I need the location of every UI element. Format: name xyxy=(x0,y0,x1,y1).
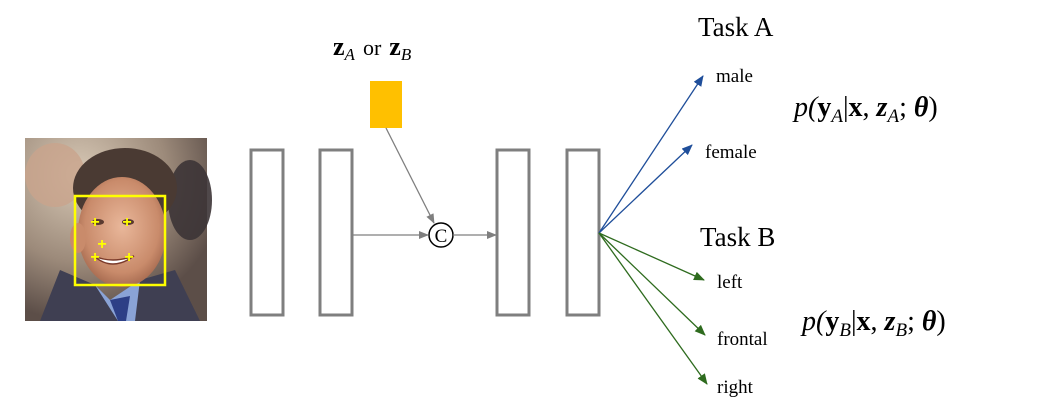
task-a-formula-y-sub: A xyxy=(829,106,843,127)
task-a-formula-comma: , xyxy=(863,92,877,123)
input-face-image: + + + + + xyxy=(25,138,212,321)
task-b-output-left: left xyxy=(717,272,743,293)
task-b-formula-p: p( xyxy=(800,306,827,337)
task-a-formula-p: p( xyxy=(792,92,819,123)
condition-vector xyxy=(370,81,402,128)
task-b-formula: p(yB|x, zB; θ) xyxy=(800,306,946,341)
task-b-output-frontal: frontal xyxy=(717,329,768,350)
task-b-formula-y: y xyxy=(825,306,839,337)
arrow-task-a-male xyxy=(598,75,704,234)
task-b-formula-close: ) xyxy=(936,306,945,337)
landmark-mouth-right: + xyxy=(124,249,133,266)
arrow-task-b-left xyxy=(598,232,705,281)
landmark-mouth-left: + xyxy=(90,249,99,266)
task-a-title: Task A xyxy=(698,12,774,42)
layer-3 xyxy=(495,148,531,317)
condition-label-a: z xyxy=(333,32,345,61)
task-a-formula-y: y xyxy=(817,92,831,123)
task-b-formula-theta: θ xyxy=(922,306,937,337)
task-a-formula: p(yA|x, zA; θ) xyxy=(792,92,938,127)
task-a-output-female: female xyxy=(705,142,757,163)
task-b-formula-y-sub: B xyxy=(839,320,851,341)
condition-label-b-sub: B xyxy=(401,45,412,64)
arrow-condition-to-concat xyxy=(385,127,435,224)
task-b-formula-z: z xyxy=(884,306,896,337)
face-detection-box xyxy=(73,194,167,287)
arrow-task-b-frontal xyxy=(598,232,706,336)
task-a-formula-z: z xyxy=(876,92,888,123)
condition-label-b: z xyxy=(389,32,401,61)
landmark-nose: + xyxy=(97,236,106,253)
task-a-formula-z-sub: A xyxy=(885,106,899,127)
task-b-title: Task B xyxy=(700,222,775,252)
task-b-formula-z-sub: B xyxy=(895,320,907,341)
task-a-formula-theta: θ xyxy=(914,92,929,123)
task-a-formula-bar: | xyxy=(843,92,849,123)
arrow-task-a-female xyxy=(598,144,693,234)
task-b-output-right: right xyxy=(717,377,754,398)
task-a-formula-semi: ; xyxy=(899,92,914,123)
task-b-formula-comma: , xyxy=(871,306,885,337)
layer-4 xyxy=(565,148,601,317)
concat-node: C xyxy=(428,222,454,248)
task-b-formula-bar: | xyxy=(851,306,857,337)
task-a-formula-close: ) xyxy=(928,92,937,123)
facial-landmarks: + + + + + xyxy=(90,214,133,266)
concat-symbol: C xyxy=(435,226,448,247)
layer-2 xyxy=(318,148,354,317)
condition-label-a-sub: A xyxy=(344,45,356,64)
task-b-formula-semi: ; xyxy=(907,306,922,337)
task-a-output-male: male xyxy=(716,66,753,87)
landmark-left-eye: + xyxy=(90,214,99,231)
landmark-right-eye: + xyxy=(122,214,131,231)
task-b-formula-x: x xyxy=(857,306,871,337)
layer-1 xyxy=(249,148,285,317)
arrow-task-b-right xyxy=(598,232,708,385)
condition-connector: or xyxy=(363,35,382,60)
task-a-formula-x: x xyxy=(849,92,863,123)
